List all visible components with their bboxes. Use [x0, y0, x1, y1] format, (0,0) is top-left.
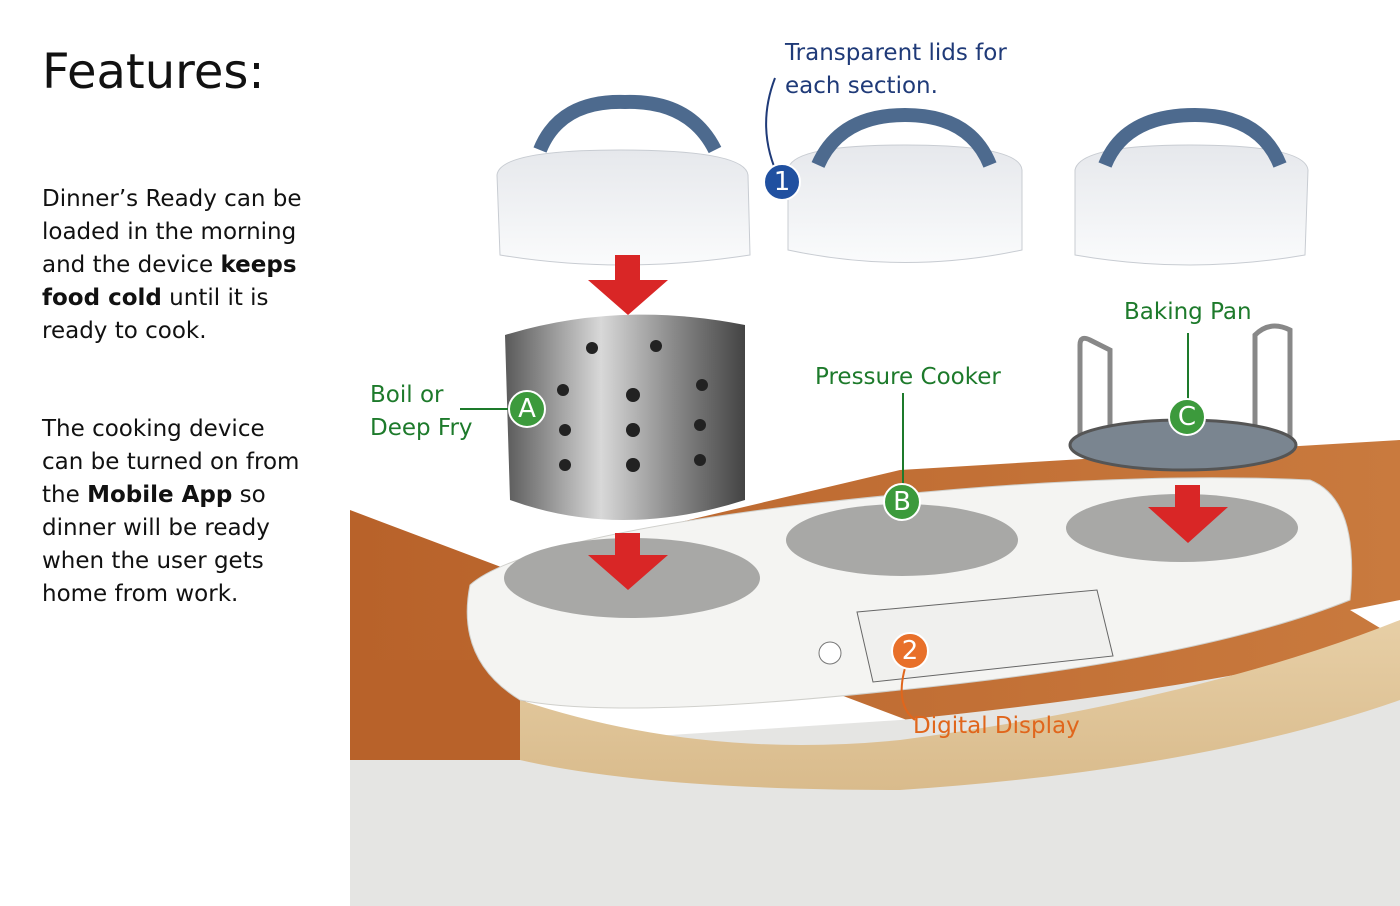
cooker-base	[466, 477, 1353, 709]
bold-text: keeps food cold	[42, 252, 297, 311]
transparent-lids	[496, 94, 1309, 266]
badge-2: 2	[891, 632, 929, 670]
lids-callout: Transparent lids for each section.	[785, 37, 1007, 103]
insertion-arrows	[588, 255, 1228, 590]
leader-line	[900, 667, 916, 721]
fry-basket	[505, 314, 745, 520]
bold-text: Mobile App	[87, 482, 233, 508]
label: each section.	[785, 73, 938, 99]
badge-a: A	[508, 390, 546, 428]
page-title: Features:	[42, 44, 265, 100]
power-button	[818, 641, 842, 665]
arrow-down-icon	[588, 533, 668, 590]
feature-paragraph-app: The cooking device can be turned on from…	[42, 413, 302, 611]
text: Dinner’s Ready can be loaded in the morn…	[42, 186, 302, 278]
display-callout: Digital Display	[913, 713, 1080, 739]
arrow-down-icon	[588, 255, 668, 315]
badge-b: B	[883, 483, 921, 521]
boil-callout: Boil or Deep Fry	[370, 379, 473, 445]
arrow-down-icon	[1148, 485, 1228, 543]
baking-callout: Baking Pan	[1124, 299, 1252, 325]
pressure-callout: Pressure Cooker	[815, 364, 1001, 390]
label: Transparent lids for	[785, 40, 1007, 66]
feature-paragraph-cold: Dinner’s Ready can be loaded in the morn…	[42, 183, 302, 348]
text: The cooking device can be turned on from…	[42, 416, 300, 508]
text: so dinner will be ready when the user ge…	[42, 482, 270, 607]
badge-c: C	[1168, 398, 1206, 436]
badge-1: 1	[763, 163, 801, 201]
label: Boil or	[370, 382, 444, 408]
label: Deep Fry	[370, 415, 473, 441]
text: until it is ready to cook.	[42, 285, 269, 344]
